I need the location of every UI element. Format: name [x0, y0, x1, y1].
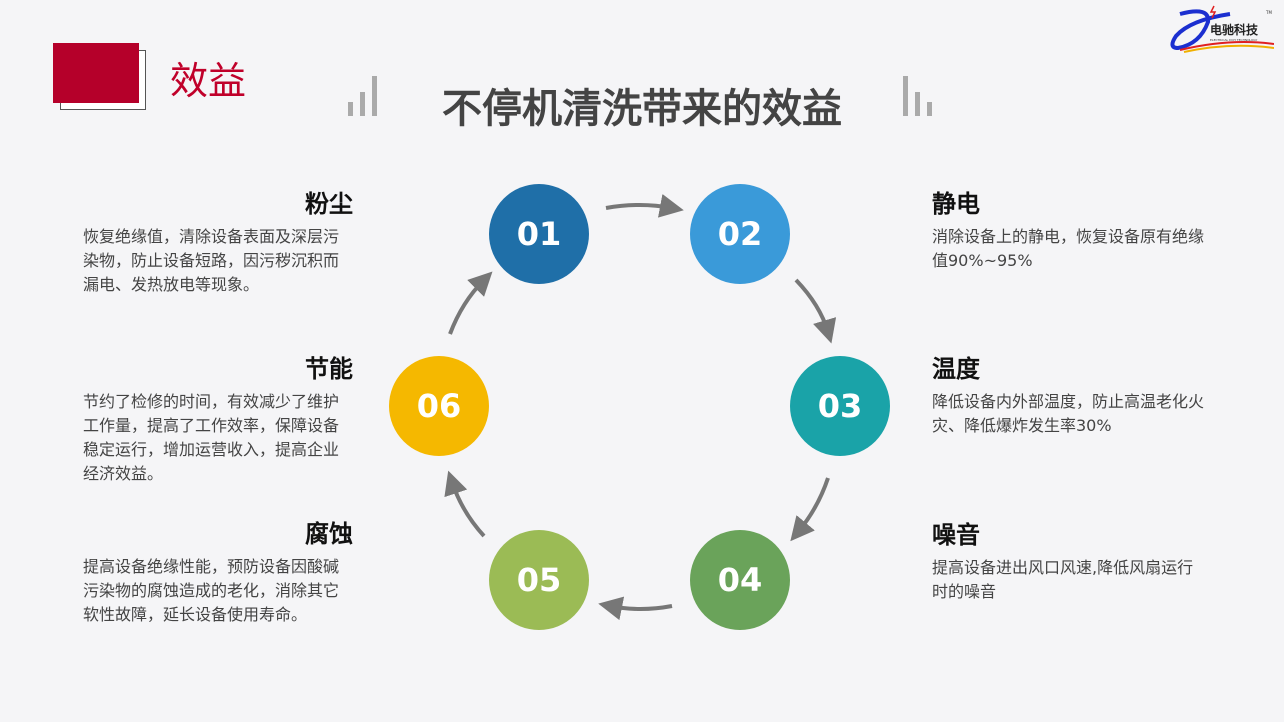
- step-circle-02: 02: [690, 184, 790, 284]
- benefit-text: 降低设备内外部温度，防止高温老化火灾、降低爆炸发生率30%: [932, 392, 1205, 435]
- svg-text:电驰科技: 电驰科技: [1210, 22, 1259, 37]
- arrow-03-04: [790, 477, 830, 542]
- step-circle-03: 03: [790, 356, 890, 456]
- arrow-02-03: [794, 278, 837, 344]
- benefit-dust: 粉尘恢复绝缘值，清除设备表面及深层污染物，防止设备短路，因污秽沉积而漏电、发热放…: [83, 184, 353, 297]
- step-circle-01: 01: [489, 184, 589, 284]
- benefit-heading: 静电: [932, 190, 980, 218]
- section-label: 效益: [170, 59, 247, 103]
- benefit-heading: 腐蚀: [305, 520, 353, 548]
- page-title: 不停机清洗带来的效益: [442, 86, 842, 132]
- benefit-text: 恢复绝缘值，清除设备表面及深层污染物，防止设备短路，因污秽沉积而漏电、发热放电等…: [83, 227, 340, 294]
- benefit-text: 节约了检修的时间，有效减少了维护工作量，提高了工作效率，保障设备稳定运行，增加运…: [83, 392, 340, 483]
- benefit-text: 提高设备进出风口风速,降低风扇运行时的噪音: [932, 558, 1194, 601]
- arrow-04-05: [598, 596, 673, 621]
- benefit-static: 静电消除设备上的静电，恢复设备原有绝缘值90%~95%: [932, 184, 1204, 273]
- arrow-06-01: [448, 271, 493, 335]
- svg-text:TM: TM: [1265, 10, 1272, 15]
- benefit-corrosion: 腐蚀提高设备绝缘性能，预防设备因酸碱污染物的腐蚀造成的老化，消除其它软性故障，延…: [83, 514, 353, 627]
- benefit-heading: 噪音: [932, 521, 980, 549]
- benefit-heading: 节能: [305, 355, 353, 383]
- step-circle-05: 05: [489, 530, 589, 630]
- arrow-05-06: [444, 470, 486, 538]
- section-marker: [53, 43, 139, 103]
- title-decoration-left: [348, 76, 377, 116]
- benefit-noise: 噪音提高设备进出风口风速,降低风扇运行时的噪音: [932, 515, 1204, 604]
- step-circle-06: 06: [389, 356, 489, 456]
- company-logo: 电驰科技 ELECTRICAL DCH TECHNOLOGY TM: [1170, 4, 1275, 54]
- arrow-01-02: [605, 193, 684, 218]
- benefit-heading: 粉尘: [305, 190, 353, 218]
- benefit-temperature: 温度降低设备内外部温度，防止高温老化火灾、降低爆炸发生率30%: [932, 349, 1204, 438]
- svg-text:ELECTRICAL DCH TECHNOLOGY: ELECTRICAL DCH TECHNOLOGY: [1210, 38, 1258, 42]
- benefit-text: 消除设备上的静电，恢复设备原有绝缘值90%~95%: [932, 227, 1205, 270]
- benefit-heading: 温度: [932, 355, 980, 383]
- title-decoration-right: [903, 76, 932, 116]
- benefit-energy: 节能节约了检修的时间，有效减少了维护工作量，提高了工作效率，保障设备稳定运行，增…: [83, 349, 353, 486]
- step-circle-04: 04: [690, 530, 790, 630]
- benefit-text: 提高设备绝缘性能，预防设备因酸碱污染物的腐蚀造成的老化，消除其它软性故障，延长设…: [83, 557, 340, 624]
